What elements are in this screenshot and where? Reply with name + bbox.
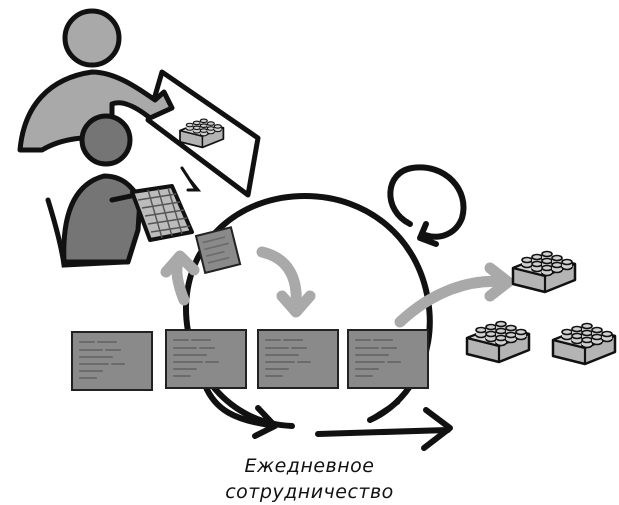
card-2 xyxy=(165,329,247,389)
lego-brick-icon xyxy=(551,322,617,366)
lego-brick-icon xyxy=(511,250,577,294)
story-card-icon xyxy=(194,226,242,275)
whiteboard-icon xyxy=(145,69,261,198)
flow-arrows xyxy=(160,246,514,328)
sprint-cards xyxy=(71,329,429,391)
lego-brick-icon xyxy=(465,320,531,364)
caption-line-2: сотрудничество xyxy=(225,481,394,503)
caption-line-1: Ежедневное xyxy=(244,455,375,477)
person-standing-icon xyxy=(17,8,175,153)
keyboard-icon xyxy=(130,184,194,242)
card-1 xyxy=(71,331,153,391)
card-4 xyxy=(347,329,429,389)
card-3 xyxy=(257,329,339,389)
